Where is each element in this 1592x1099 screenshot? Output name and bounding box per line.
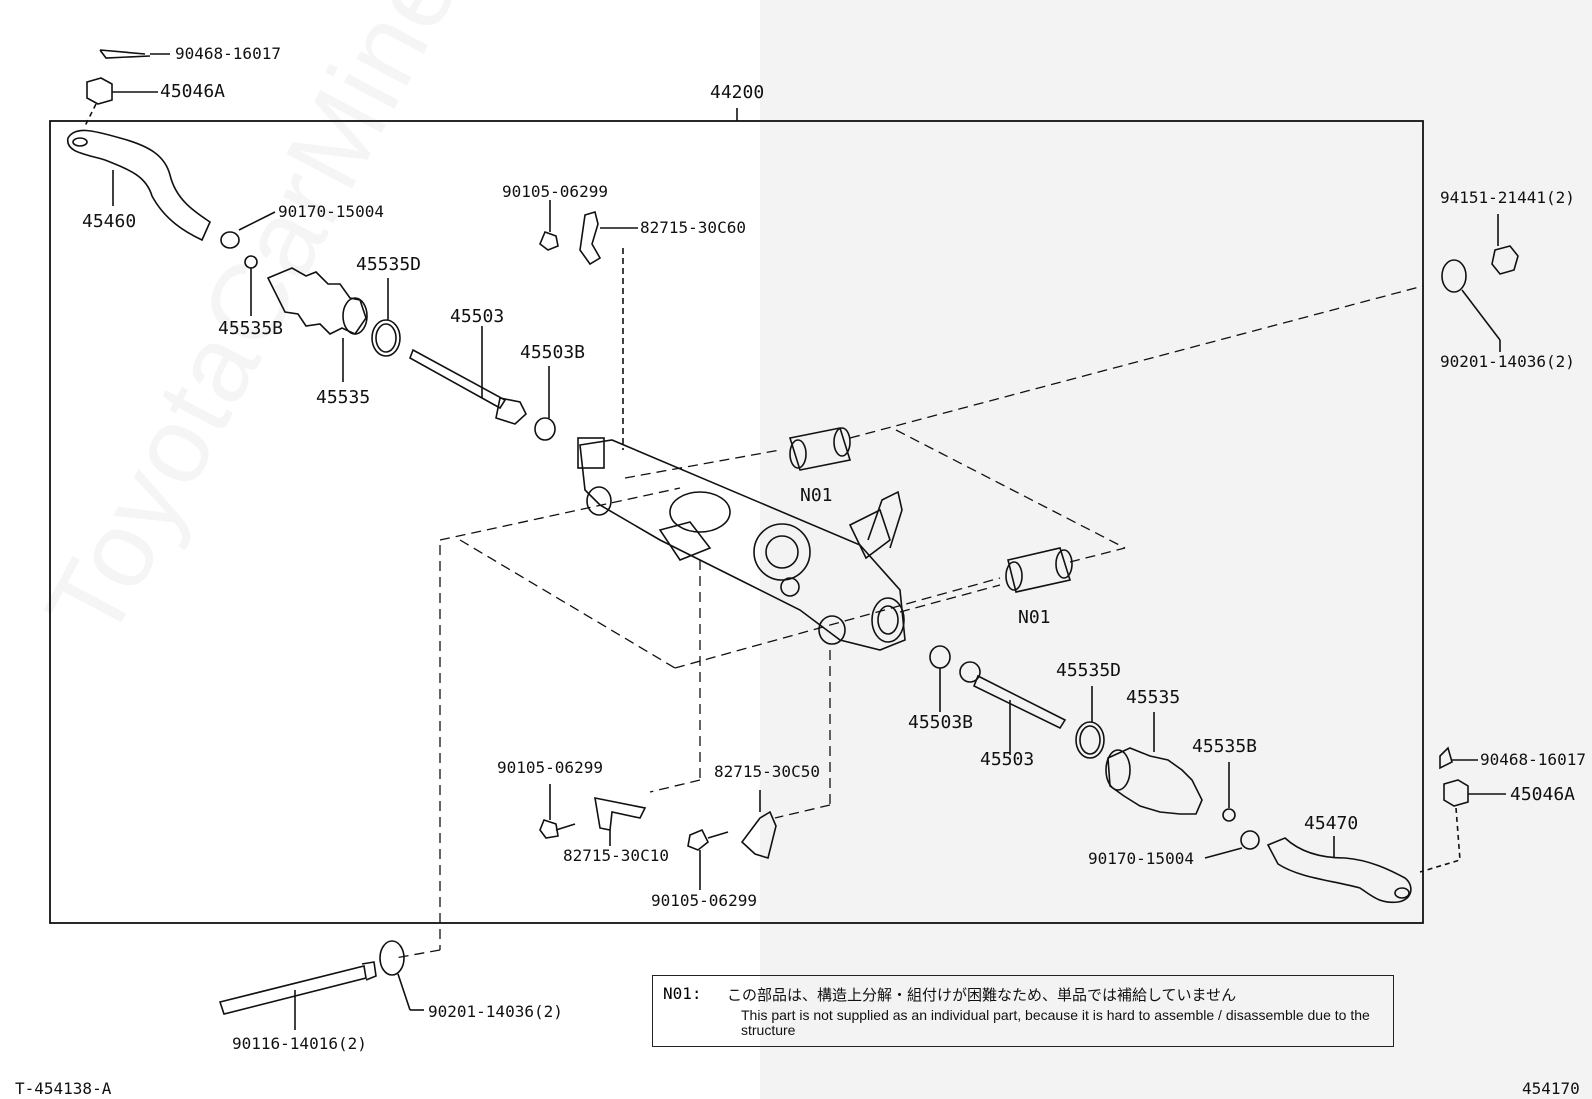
clip-left	[244, 255, 258, 269]
label-90116-14016: 90116-14016(2)	[232, 1034, 367, 1053]
boot-clamp-left	[371, 319, 401, 357]
label-45535d-right: 45535D	[1056, 660, 1122, 681]
bolt-mid	[539, 819, 559, 839]
clip-right	[1222, 808, 1236, 822]
label-45535d-left: 45535D	[356, 254, 422, 275]
shaded-panel	[760, 0, 1592, 1099]
castle-nut-right	[1443, 779, 1469, 807]
label-82715-30c60: 82715-30C60	[640, 218, 746, 237]
rack-housing	[579, 439, 906, 651]
note-japanese: この部品は、構造上分解・組付けが困難なため、単品では補給していません	[727, 986, 1237, 1004]
rack-end-right	[972, 674, 1067, 730]
cotter-pin-right	[1439, 746, 1453, 770]
label-45535b-left: 45535B	[218, 318, 284, 339]
mount-bushing-top	[788, 427, 852, 471]
label-90105-06299-mid: 90105-06299	[497, 758, 603, 777]
label-90170-15004-right: 90170-15004	[1088, 849, 1194, 868]
note-english: This part is not supplied as an individu…	[741, 1007, 1370, 1038]
footer-right-code: 454170	[1522, 1079, 1580, 1098]
washer-90201-left	[379, 940, 405, 976]
note-code: N01:	[663, 984, 702, 1003]
label-45503-right: 45503	[980, 749, 1035, 770]
label-45535b-right: 45535B	[1192, 736, 1258, 757]
bracket-top	[579, 210, 602, 266]
label-45046a-right: 45046A	[1510, 784, 1576, 805]
footer-left-code: T-454138-A	[15, 1079, 112, 1098]
bracket-82715-30c10	[594, 796, 647, 831]
label-90105-06299-top: 90105-06299	[502, 182, 608, 201]
cotter-pin-left	[99, 49, 151, 59]
label-82715-30c10: 82715-30C10	[563, 846, 669, 865]
long-bolt	[218, 965, 367, 1015]
label-90105-06299-bottom: 90105-06299	[651, 891, 757, 910]
label-45535-right: 45535	[1126, 687, 1181, 708]
boot-clamp-right	[1075, 721, 1105, 759]
bolt-top	[539, 230, 559, 251]
steering-boot-left	[266, 267, 367, 336]
label-90468-16017-right: 90468-16017	[1480, 750, 1586, 769]
label-n01-bottom: N01	[1018, 607, 1051, 628]
tie-rod-end-right	[1266, 837, 1412, 904]
note-box: N01: この部品は、構造上分解・組付けが困難なため、単品では補給していません …	[652, 975, 1394, 1047]
label-45503-left: 45503	[450, 306, 505, 327]
claw-washer-right	[929, 645, 951, 669]
lock-nut-left	[220, 231, 240, 249]
lock-nut-right	[1240, 830, 1260, 850]
mount-bushing-bottom	[1007, 547, 1072, 593]
assembly-frame	[49, 120, 1424, 924]
label-90170-15004-left: 90170-15004	[278, 202, 384, 221]
rack-end-left	[409, 348, 507, 410]
label-assembly: 44200	[710, 82, 765, 103]
washer-90201-right	[1441, 259, 1467, 293]
bolt-bottom	[687, 828, 710, 851]
label-90201-14036-right: 90201-14036(2)	[1440, 352, 1575, 371]
claw-washer-left	[534, 417, 556, 441]
label-45503b-right: 45503B	[908, 712, 974, 733]
label-45470: 45470	[1304, 813, 1359, 834]
label-90468-16017-left: 90468-16017	[175, 44, 281, 63]
tie-rod-end-left	[67, 129, 212, 242]
nut-94151	[1491, 245, 1519, 275]
steering-boot-right	[1107, 747, 1203, 815]
label-45535-left: 45535	[316, 387, 371, 408]
label-82715-30c50: 82715-30C50	[714, 762, 820, 781]
label-94151-21441: 94151-21441(2)	[1440, 188, 1575, 207]
castle-nut-left	[86, 77, 113, 105]
label-45046a-left: 45046A	[160, 81, 226, 102]
label-45503b-left: 45503B	[520, 342, 586, 363]
bracket-82715-30c50	[740, 810, 777, 860]
label-45460: 45460	[82, 211, 137, 232]
label-90201-14036-left: 90201-14036(2)	[428, 1002, 563, 1021]
label-n01-top: N01	[800, 485, 833, 506]
